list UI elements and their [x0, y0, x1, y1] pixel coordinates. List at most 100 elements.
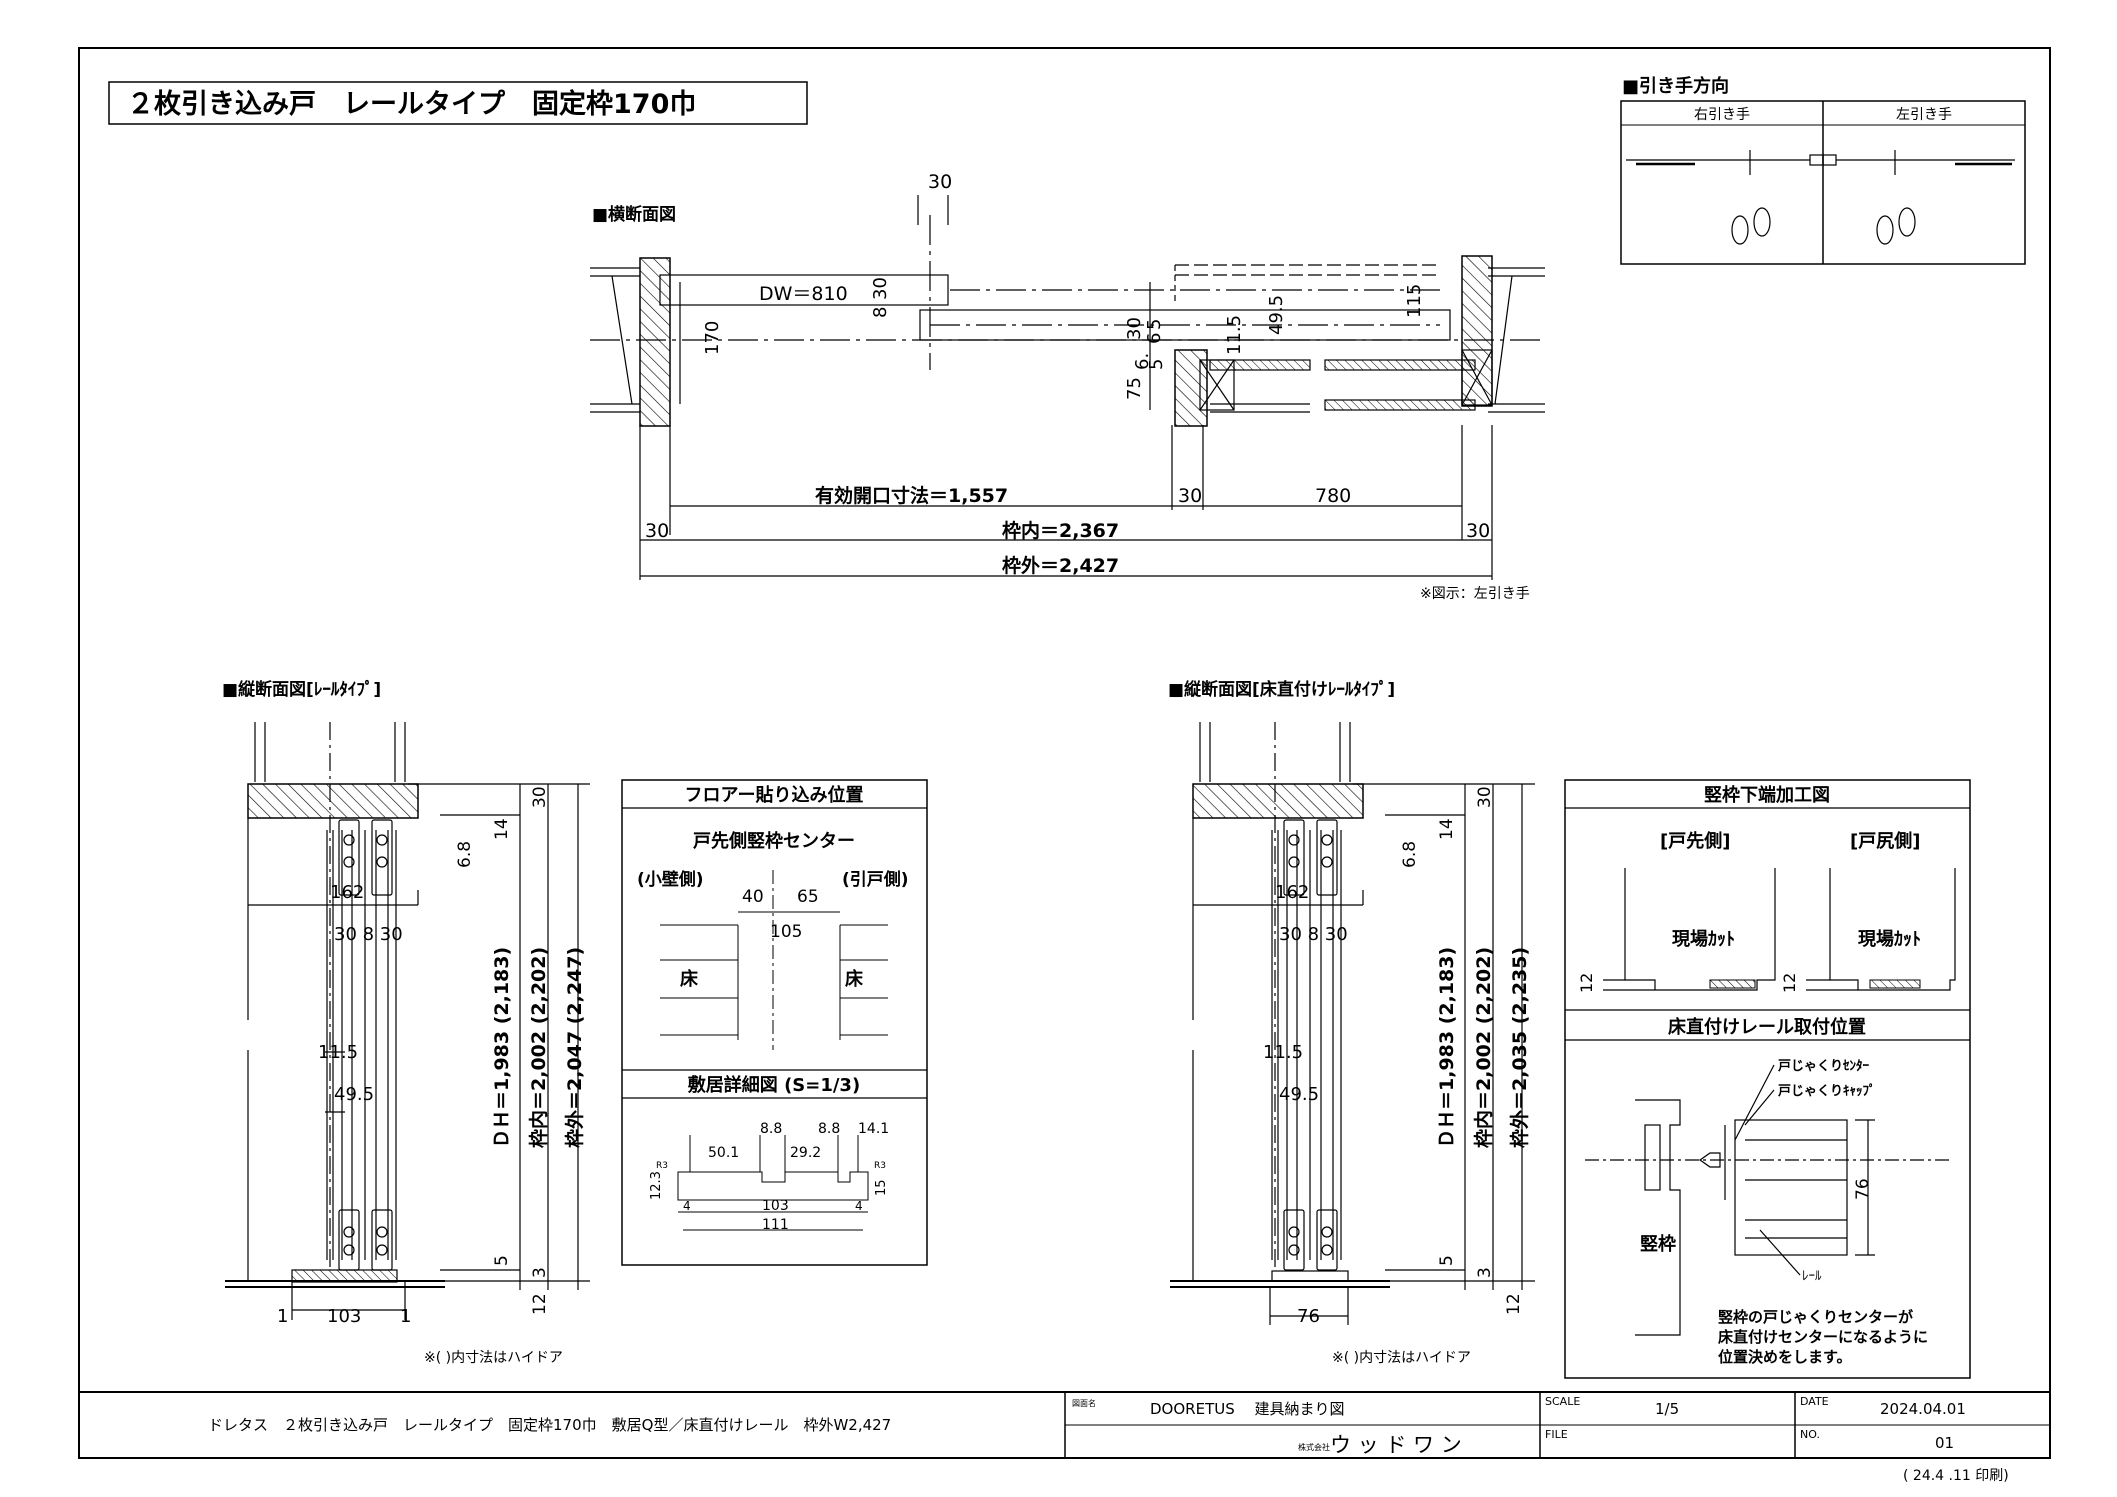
scale-value: 1/5	[1655, 1400, 1679, 1418]
dim-30-top: 30	[928, 171, 952, 193]
dim-30-side: 30	[870, 277, 891, 300]
dim-49-5: 49.5	[1266, 295, 1287, 335]
dim-780: 780	[1315, 485, 1351, 507]
floor-box-floor-left: 床	[680, 968, 699, 990]
vsec-left-d12: 12	[530, 1293, 550, 1315]
vsec-right-d30: 30	[1475, 786, 1495, 808]
floor-box-d105: 105	[770, 922, 802, 942]
rail-box-note2: 床直付けセンターになるように	[1718, 1328, 1928, 1346]
right-handle-label: 右引き手	[1694, 107, 1750, 123]
rail-box-heading: 床直付けレール取付位置	[1668, 1016, 1866, 1038]
vsec-left-d49-5: 49.5	[334, 1084, 374, 1105]
vsec-left-d30: 30	[530, 786, 550, 808]
frame-detail-box: 竪枠下端加工図 [戸先側] [戸尻側] 現場ｶｯﾄ 現場ｶｯﾄ 12 12 床直…	[1564, 779, 1971, 1379]
description: ドレタス ２枚引き込み戸 レールタイプ 固定枠170巾 敷居Q型／床直付けレール…	[208, 1416, 891, 1434]
dim-75: 75	[1124, 377, 1145, 400]
frame-inner: 枠内＝2,367	[1002, 519, 1119, 542]
vsec-right-d76: 76	[1297, 1306, 1320, 1327]
sill-d111: 111	[762, 1217, 789, 1233]
sill-d12-3: 12.3	[649, 1171, 664, 1200]
frame-box-heading: 竪枠下端加工図	[1704, 784, 1830, 806]
frame-box-tojiri: [戸尻側]	[1850, 830, 1920, 852]
vsec-right-d12: 12	[1504, 1293, 1524, 1315]
dim-30-right: 30	[1466, 520, 1490, 542]
frame-box-cut2: 現場ｶｯﾄ	[1858, 929, 1921, 950]
plan-section: ■横断面図	[590, 171, 1545, 602]
file-label: FILE	[1545, 1428, 1568, 1441]
vsec-left-note: ※( )内寸法はハイドア	[424, 1350, 563, 1366]
vsec-right-d5: 5	[1437, 1255, 1457, 1266]
floor-box-floor-right: 床	[845, 968, 864, 990]
frame-box-d12a: 12	[1577, 973, 1596, 993]
handle-direction-panel: ■引き手方向 右引き手 左引き手	[1620, 75, 2026, 265]
drawing-name: DOORETUS 建具納まり図	[1150, 1400, 1345, 1418]
floor-box-left-side: (小壁側)	[637, 869, 704, 890]
dim-8: 8	[870, 307, 891, 318]
dim-30-mid: 30	[1178, 485, 1202, 507]
frame-box-cut1: 現場ｶｯﾄ	[1672, 929, 1735, 950]
vertical-section-rail: ■縦断面図[ﾚｰﾙﾀｲﾌﾟ]	[222, 679, 590, 1366]
rail-box-note3: 位置決めをします。	[1718, 1348, 1852, 1366]
dim-30-left: 30	[645, 520, 669, 542]
vsec-left-inner: 枠内＝2,002 (2,202)	[527, 947, 550, 1148]
title-block: ドレタス ２枚引き込み戸 レールタイプ 固定枠170巾 敷居Q型／床直付けレール…	[79, 1391, 2050, 1458]
sill-d29-2: 29.2	[790, 1145, 821, 1161]
date-value: 2024.04.01	[1880, 1400, 1966, 1418]
sill-d8-8a: 8.8	[760, 1121, 782, 1137]
vsec-left-d103: 103	[327, 1306, 361, 1327]
vsec-left-heading: ■縦断面図[ﾚｰﾙﾀｲﾌﾟ]	[222, 679, 381, 700]
drawing-title: ２枚引き込み戸 レールタイプ 固定枠170巾	[127, 88, 696, 120]
vsec-right-d3: 3	[1475, 1267, 1495, 1278]
sill-d15: 15	[874, 1179, 889, 1196]
vsec-left-d3: 3	[530, 1267, 550, 1278]
rail-box-note1: 竪枠の戸じゃくりセンターが	[1718, 1308, 1914, 1326]
vsec-left-d14: 14	[492, 818, 512, 840]
sill-d103: 103	[762, 1198, 789, 1214]
vsec-right-inner: 枠内＝2,002 (2,202)	[1472, 947, 1495, 1148]
dim-6-5b: 5	[1144, 319, 1165, 330]
vsec-right-d11-5: 11.5	[1263, 1042, 1303, 1063]
print-date: ( 24.4 .11 印刷)	[1903, 1468, 2009, 1484]
vsec-right-d14: 14	[1437, 818, 1457, 840]
vsec-left-d11-5: 11.5	[318, 1042, 358, 1063]
floor-box-right-side: (引戸側)	[842, 869, 909, 890]
frame-box-d12b: 12	[1780, 973, 1799, 993]
floor-position-box: フロアー貼り込み位置 戸先側竪枠センター (小壁側) (引戸側) 40 65 1…	[621, 779, 928, 1266]
sill-d4b: 4	[855, 1199, 863, 1213]
sill-d4a: 4	[683, 1199, 691, 1213]
vsec-right-d6-8: 6.8	[1400, 841, 1420, 868]
date-label: DATE	[1800, 1395, 1829, 1408]
sill-d50-1: 50.1	[708, 1145, 739, 1161]
company-prefix: 株式会社	[1298, 1442, 1330, 1452]
vsec-left-d30-8-30: 30 8 30	[334, 924, 403, 945]
sill-detail-box: 敷居詳細図 (S=1/3) 8.8 8.8 14.1 50.1 29.2 R3 …	[649, 1074, 889, 1233]
effective-opening: 有効開口寸法＝1,557	[815, 484, 1008, 507]
drawing-name-label: 図面名	[1072, 1398, 1096, 1408]
vsec-right-note: ※( )内寸法はハイドア	[1332, 1350, 1471, 1366]
sill-d8-8b: 8.8	[818, 1121, 840, 1137]
vsec-right-d49-5: 49.5	[1279, 1084, 1319, 1105]
frame-outer: 枠外＝2,427	[1002, 554, 1119, 577]
title-box	[108, 81, 808, 125]
floor-box-d65: 65	[797, 887, 819, 907]
vsec-left-d162: 162	[330, 882, 364, 903]
rail-box-d76: 76	[1853, 1178, 1873, 1200]
vsec-left-d5: 5	[492, 1255, 512, 1266]
vsec-right-heading: ■縦断面図[床直付けﾚｰﾙﾀｲﾌﾟ]	[1168, 679, 1395, 700]
dim-6-5a: 6	[1144, 333, 1165, 344]
frame-box-tosaki: [戸先側]	[1660, 830, 1730, 852]
scale-label: SCALE	[1545, 1395, 1580, 1408]
rail-box-frame: 竪枠	[1640, 1233, 1676, 1255]
vsec-left-outer: 枠外＝2,047 (2,247)	[563, 947, 586, 1148]
sill-r3a: R3	[656, 1161, 668, 1171]
dim-6-5c: 6.	[1132, 353, 1153, 370]
floor-box-d40: 40	[742, 887, 764, 907]
no-label: NO.	[1800, 1428, 1820, 1441]
no-value: 01	[1935, 1434, 1954, 1452]
vsec-right-d162: 162	[1275, 882, 1309, 903]
vsec-left-d1b: 1	[400, 1306, 411, 1327]
vsec-left-d6-8: 6.8	[455, 841, 475, 868]
sill-box-heading: 敷居詳細図 (S=1/3)	[688, 1074, 860, 1096]
dim-115: 115	[1404, 284, 1425, 318]
